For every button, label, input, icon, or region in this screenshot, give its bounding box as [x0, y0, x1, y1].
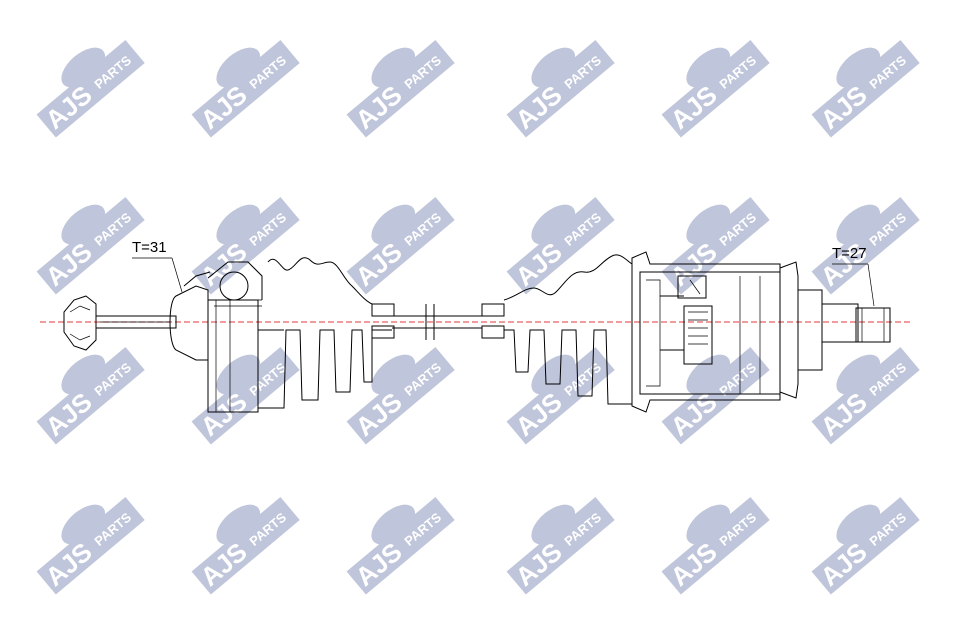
middle-shaft [392, 304, 482, 340]
right-stub [779, 261, 891, 399]
right-teeth-label: T=27 [832, 245, 867, 262]
right-teeth-callout: T=27 [832, 245, 875, 307]
left-boot [258, 257, 395, 409]
right-boot [481, 254, 633, 405]
left-teeth-label: T=31 [132, 239, 167, 256]
inner-joint-housing [631, 251, 781, 413]
left-teeth-callout: T=31 [132, 239, 183, 293]
outer-cv-joint [169, 261, 263, 413]
left-flange [63, 295, 177, 351]
